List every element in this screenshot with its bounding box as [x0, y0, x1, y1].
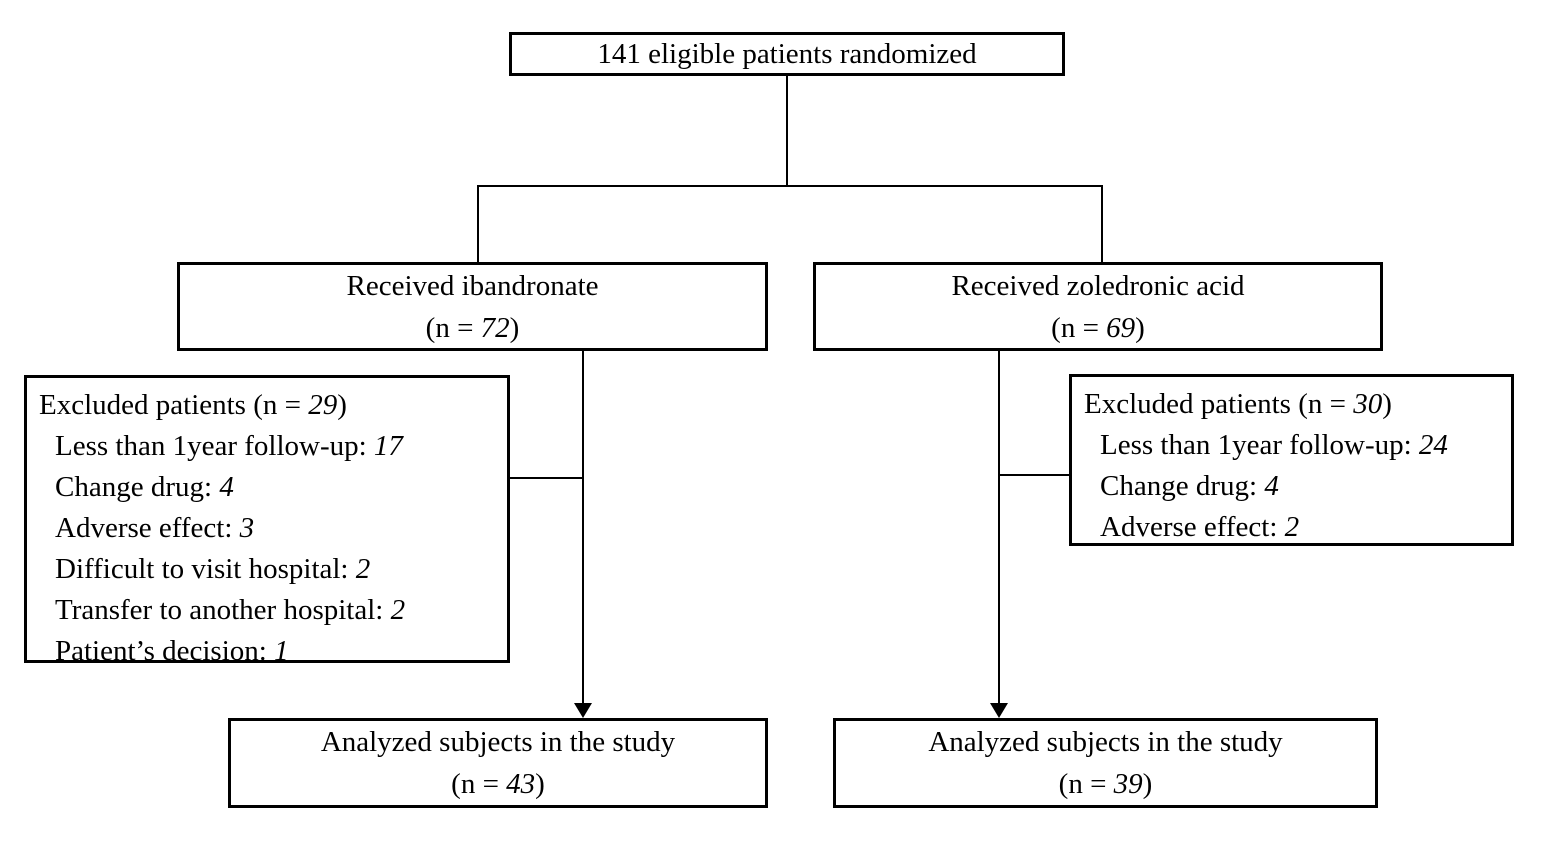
excluded-left-title: Excluded patients (n = 29) — [39, 385, 503, 426]
excluded-item-label: Patient’s decision: — [55, 635, 275, 667]
down-arrowhead-left — [574, 703, 592, 718]
excluded-item-value: 2 — [390, 594, 406, 626]
excluded-right-title-suffix: ) — [1382, 388, 1392, 420]
zoledronic-n: (n = 69) — [1051, 307, 1145, 349]
box-received-ibandronate: Received ibandronate (n = 72) — [177, 262, 768, 351]
analyzed-left-label: Analyzed subjects in the study — [320, 726, 676, 758]
arrow-left-vertical-line — [582, 351, 584, 706]
excluded-item: Change drug: 4 — [1084, 466, 1507, 507]
analyzed-right-n-value: 39 — [1113, 768, 1143, 800]
zoledronic-label: Received zoledronic acid — [951, 269, 1245, 302]
connector-top-vertical — [786, 76, 788, 186]
excluded-left-title-value: 29 — [308, 389, 338, 421]
box-excluded-left: Excluded patients (n = 29) Less than 1ye… — [24, 375, 510, 667]
analyzed-left-n-value: 43 — [506, 768, 536, 800]
excluded-right-title-prefix: Excluded patients (n = — [1084, 388, 1354, 420]
excluded-item-value: 3 — [239, 512, 255, 544]
zoledronic-n-suffix: ) — [1135, 311, 1145, 344]
analyzed-left-n: (n = 43) — [451, 763, 545, 805]
excluded-item-value: 2 — [355, 553, 371, 585]
excluded-item-label: Change drug: — [1100, 470, 1265, 502]
zoledronic-n-value: 69 — [1106, 311, 1136, 344]
excluded-item: Less than 1year follow-up: 17 — [39, 426, 503, 467]
excluded-item-value: 17 — [373, 430, 403, 462]
excluded-item-label: Change drug: — [55, 471, 220, 503]
ibandronate-n: (n = 72) — [426, 307, 520, 349]
zoledronic-n-prefix: (n = — [1051, 311, 1107, 344]
connector-right-excluded — [999, 474, 1070, 476]
excluded-item-label: Less than 1year follow-up: — [55, 430, 374, 462]
excluded-item: Less than 1year follow-up: 24 — [1084, 425, 1507, 466]
analyzed-right-n-suffix: ) — [1142, 768, 1153, 800]
down-arrowhead-right — [990, 703, 1008, 718]
excluded-item-value: 24 — [1418, 429, 1448, 461]
excluded-item-label: Difficult to visit hospital: — [55, 553, 356, 585]
excluded-item-label: Less than 1year follow-up: — [1100, 429, 1419, 461]
box-excluded-right: Excluded patients (n = 30) Less than 1ye… — [1069, 374, 1514, 546]
connector-right-drop — [1101, 185, 1103, 262]
excluded-left-title-suffix: ) — [337, 389, 347, 421]
ibandronate-n-prefix: (n = — [425, 311, 481, 344]
analyzed-right-label: Analyzed subjects in the study — [928, 726, 1283, 758]
excluded-item-label: Adverse effect: — [55, 512, 240, 544]
analyzed-right-n-prefix: (n = — [1058, 768, 1114, 800]
excluded-item: Difficult to visit hospital: 2 — [39, 549, 503, 590]
ibandronate-n-value: 72 — [480, 311, 510, 344]
connector-split-horizontal — [477, 185, 1103, 187]
excluded-right-title: Excluded patients (n = 30) — [1084, 384, 1507, 425]
arrow-right-vertical-line — [998, 351, 1000, 706]
ibandronate-label: Received ibandronate — [346, 269, 599, 302]
analyzed-left-n-prefix: (n = — [451, 768, 507, 800]
box-randomized: 141 eligible patients randomized — [509, 32, 1065, 76]
analyzed-left-n-suffix: ) — [535, 768, 545, 800]
excluded-item: Change drug: 4 — [39, 467, 503, 508]
ibandronate-n-suffix: ) — [509, 311, 520, 344]
excluded-item-label: Transfer to another hospital: — [55, 594, 391, 626]
excluded-left-title-prefix: Excluded patients (n = — [39, 389, 309, 421]
randomized-label: 141 eligible patients randomized — [597, 38, 977, 70]
box-received-zoledronic-acid: Received zoledronic acid (n = 69) — [813, 262, 1383, 351]
box-analyzed-left: Analyzed subjects in the study (n = 43) — [228, 718, 768, 808]
excluded-item: Transfer to another hospital: 2 — [39, 590, 503, 631]
excluded-item: Adverse effect: 3 — [39, 508, 503, 549]
connector-left-drop — [477, 185, 479, 262]
excluded-item-value: 2 — [1284, 511, 1300, 543]
analyzed-right-n: (n = 39) — [1059, 763, 1153, 805]
excluded-item-value: 1 — [274, 635, 289, 667]
box-analyzed-right: Analyzed subjects in the study (n = 39) — [833, 718, 1378, 808]
excluded-item: Patient’s decision: 1 — [39, 631, 503, 672]
excluded-item-value: 4 — [219, 471, 234, 503]
excluded-item-label: Adverse effect: — [1100, 511, 1285, 543]
excluded-item-value: 4 — [1264, 470, 1279, 502]
connector-left-excluded — [510, 477, 583, 479]
excluded-right-title-value: 30 — [1353, 388, 1383, 420]
excluded-item: Adverse effect: 2 — [1084, 507, 1507, 548]
